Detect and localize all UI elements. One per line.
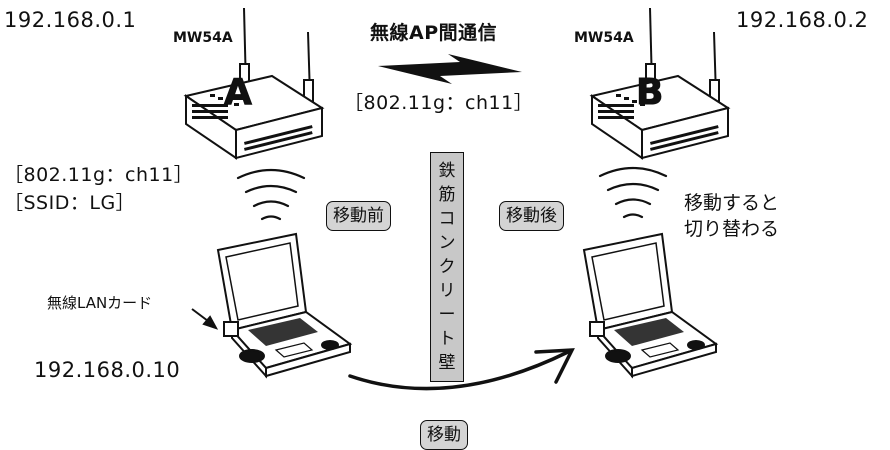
wall-char: ト (438, 329, 456, 349)
client-ssid: ［SSID：LG］ (4, 192, 136, 214)
ap-b-ip: 192.168.0.2 (736, 8, 869, 32)
card-label: 無線LANカード (47, 294, 153, 312)
router-a-icon (183, 7, 325, 160)
wifi-waves-right-icon (598, 166, 668, 219)
wall-char: 鉄 (438, 161, 456, 181)
laptop-left-icon (216, 232, 353, 379)
client-channel: ［802.11g：ch11］ (4, 164, 194, 186)
switch-note-line-2: 切り替わる (684, 218, 780, 240)
diagram-title: 無線AP間通信 (370, 22, 498, 44)
switch-note: 移動すると 切り替わる (684, 190, 779, 242)
client-ip: 192.168.0.10 (34, 358, 181, 382)
wall-char: 筋 (438, 185, 456, 205)
ap-b-model: MW54A (574, 30, 634, 46)
move-arrow (348, 348, 575, 391)
ap-a-model: MW54A (173, 30, 233, 46)
wall-char: ン (438, 233, 456, 253)
laptop-right-icon (582, 232, 719, 379)
link-channel: ［802.11g：ch11］ (344, 92, 534, 114)
wall-char: コ (438, 209, 456, 229)
wall-char: リ (438, 281, 456, 301)
wall-char: ー (438, 305, 456, 325)
switch-note-line-1: 移動すると (684, 192, 780, 214)
router-b-icon (589, 7, 731, 160)
wifi-waves-left-icon (236, 168, 306, 221)
before-badge: 移動前 (326, 201, 391, 231)
ap-a-letter: A (224, 72, 253, 114)
card-pointer-arrow (191, 308, 219, 330)
ap-b-letter: B (635, 72, 664, 114)
wall-char: 壁 (438, 353, 456, 373)
ap-a-ip: 192.168.0.1 (4, 8, 137, 32)
lightning-icon (378, 54, 522, 84)
concrete-wall: 鉄筋コンクリート壁 (430, 152, 464, 382)
after-badge: 移動後 (499, 201, 564, 231)
move-badge: 移動 (420, 420, 468, 450)
wall-char: ク (438, 257, 456, 277)
